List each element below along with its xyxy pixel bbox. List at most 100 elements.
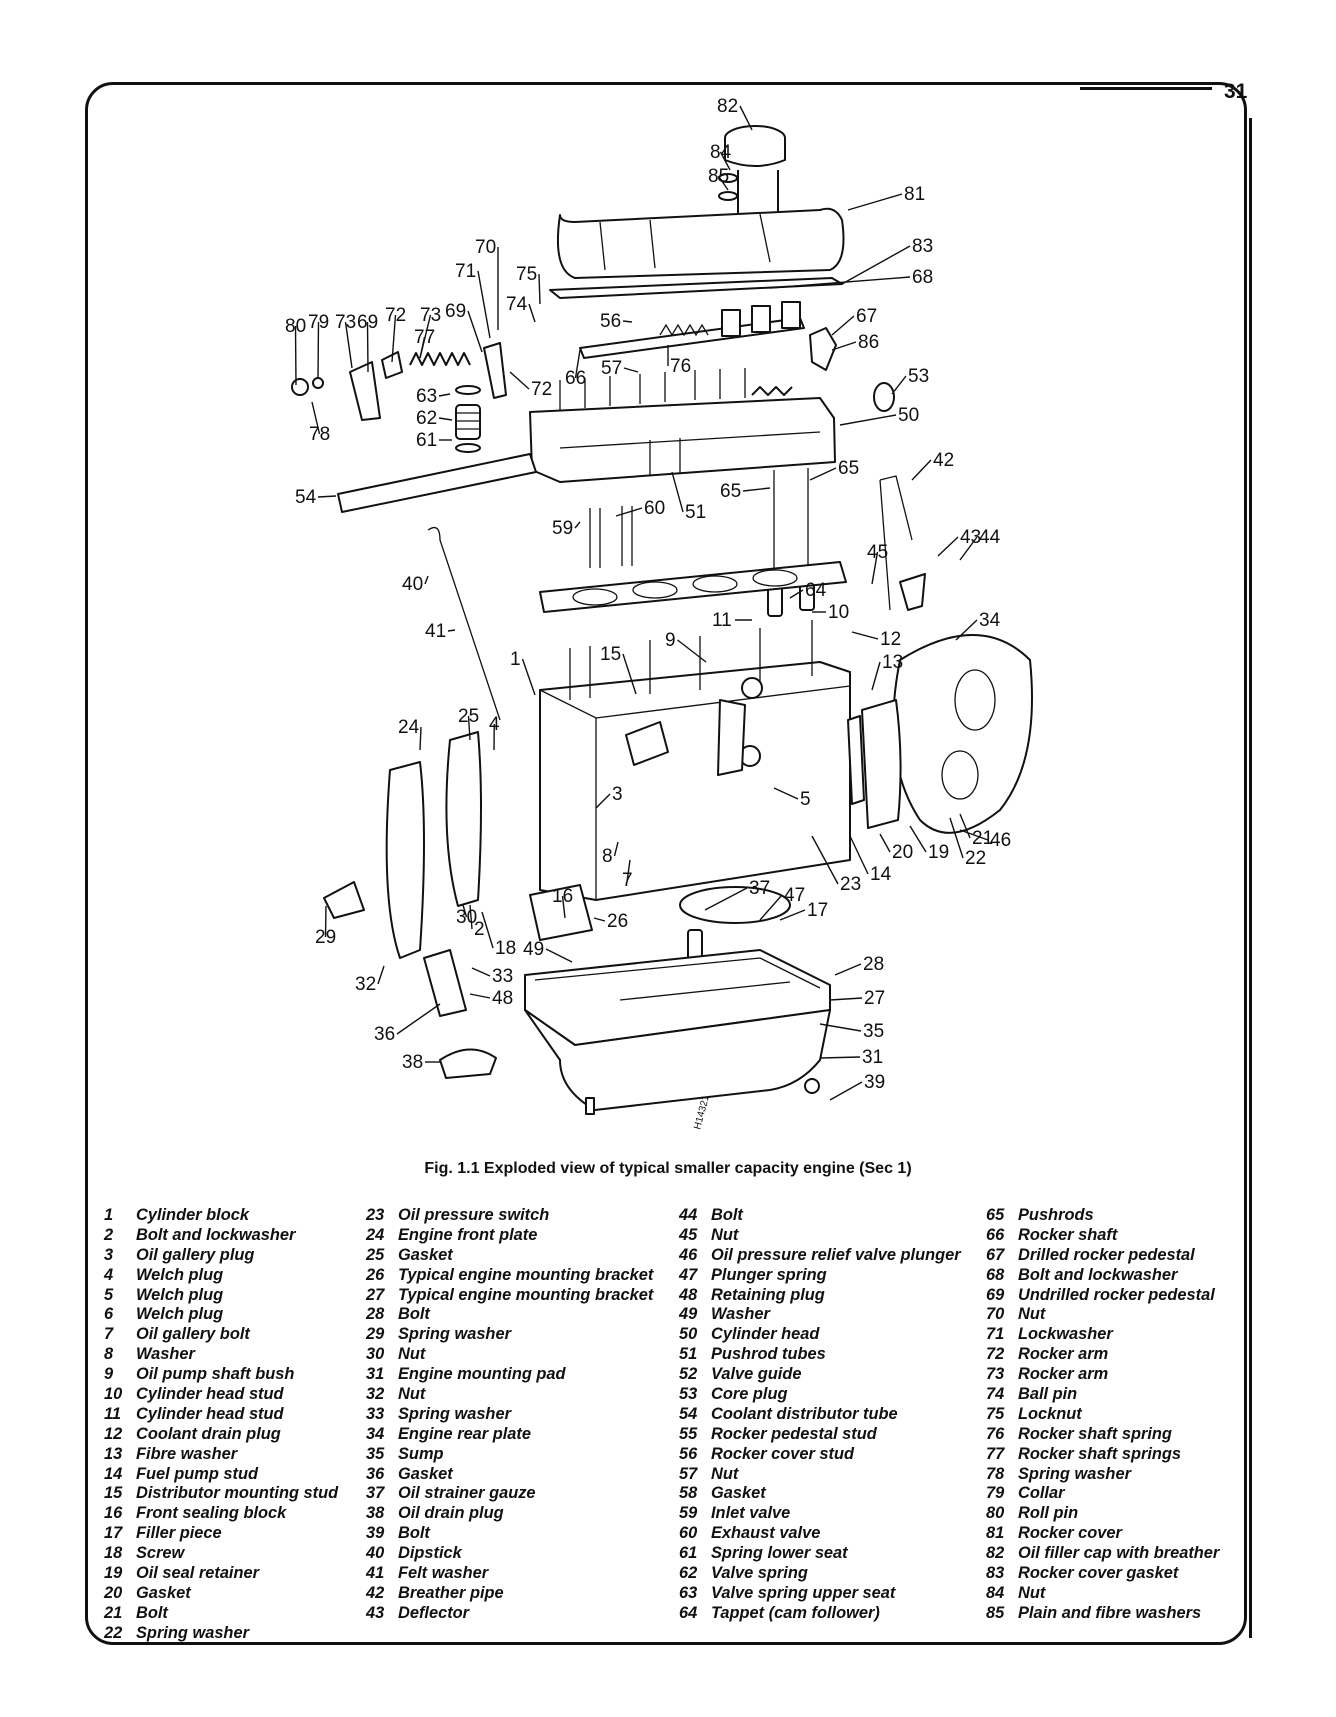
callout-label: 47 — [784, 885, 805, 906]
leader-line — [311, 401, 321, 435]
leader-line — [841, 245, 911, 285]
legend-item-label: Fuel pump stud — [136, 1464, 259, 1483]
callout-label: 83 — [912, 236, 933, 257]
leader-line — [613, 841, 619, 857]
callout-label: 22 — [965, 848, 986, 869]
leader-line — [623, 367, 639, 373]
legend-item-number: 77 — [986, 1444, 1005, 1463]
legend-item-label: Plunger spring — [711, 1265, 827, 1284]
legend-item-label: Distributor mounting stud — [136, 1484, 339, 1503]
legend-item-number: 2 — [104, 1225, 114, 1244]
legend-item-number: 16 — [104, 1504, 123, 1523]
legend-item-label: Deflector — [398, 1603, 470, 1622]
legend-item-label: Filler piece — [136, 1524, 222, 1543]
legend-item-number: 55 — [679, 1424, 698, 1443]
legend-item-label: Bolt and lockwasher — [1018, 1265, 1178, 1284]
legend-item-label: Welch plug — [136, 1265, 224, 1284]
legend-item-label: Pushrod tubes — [711, 1345, 826, 1364]
legend-item-label: Spring washer — [398, 1404, 511, 1423]
callout-label: 82 — [717, 96, 738, 117]
legend-item-number: 43 — [366, 1603, 385, 1622]
legend-item-number: 85 — [986, 1603, 1005, 1622]
leader-line — [377, 965, 385, 985]
legend-item-number: 21 — [104, 1603, 123, 1622]
callout-label: 32 — [355, 974, 376, 995]
legend-item-number: 8 — [104, 1345, 114, 1364]
leader-line — [561, 895, 566, 919]
legend-item-number: 41 — [366, 1564, 385, 1583]
leader-line — [391, 314, 397, 363]
legend-item-label: Oil pump shaft bush — [136, 1365, 295, 1384]
leader-line — [528, 303, 536, 323]
legend-item-number: 62 — [679, 1564, 698, 1583]
leader-line — [759, 894, 783, 921]
legend-item-number: 81 — [986, 1524, 1005, 1543]
legend-item-label: Valve spring — [711, 1564, 808, 1583]
legend-item-label: Undrilled rocker pedestal — [1018, 1285, 1215, 1304]
callout-label: 44 — [979, 527, 1001, 548]
legend-item-label: Gasket — [398, 1464, 453, 1483]
callout-label: 28 — [863, 954, 884, 975]
leader-line — [937, 536, 959, 557]
leader-line — [626, 859, 631, 881]
page-frame — [85, 82, 1247, 1645]
leader-line — [462, 904, 468, 918]
callout-label: 10 — [828, 602, 849, 623]
legend-item-number: 84 — [986, 1583, 1005, 1602]
leader-line — [739, 105, 753, 131]
leader-line — [959, 813, 971, 839]
callout-label: 57 — [601, 358, 622, 379]
legend-item-number: 48 — [679, 1285, 698, 1304]
legend-item-label: Valve guide — [711, 1365, 802, 1384]
legend-item-label: Oil gallery bolt — [136, 1325, 250, 1344]
callout-label: 27 — [864, 988, 885, 1009]
legend-item-label: Drilled rocker pedestal — [1018, 1245, 1195, 1264]
legend-item-number: 37 — [366, 1484, 385, 1503]
engine-drawing: H14321 — [291, 125, 1033, 1131]
legend-item-label: Typical engine mounting bracket — [398, 1265, 654, 1284]
leader-line — [871, 551, 879, 585]
leader-line — [538, 273, 541, 305]
callout-label: 23 — [840, 874, 861, 895]
legend-item-label: Rocker arm — [1018, 1365, 1109, 1384]
callout-label: 14 — [870, 864, 892, 885]
leader-line — [344, 321, 353, 369]
legend-item-number: 69 — [986, 1285, 1005, 1304]
leader-line — [829, 997, 863, 1001]
legend-item-number: 79 — [986, 1484, 1005, 1503]
legend-item-number: 30 — [366, 1345, 385, 1364]
leader-line — [959, 536, 978, 561]
leader-line — [595, 793, 611, 809]
leader-line — [469, 904, 473, 930]
legend-item-number: 6 — [104, 1305, 114, 1324]
callout-label: 65 — [838, 458, 859, 479]
callout-label: 42 — [933, 450, 954, 471]
leader-line — [871, 661, 881, 691]
legend-item-label: Gasket — [136, 1583, 191, 1602]
leader-line — [521, 658, 536, 696]
leader-line — [811, 835, 839, 885]
legend-item-number: 64 — [679, 1603, 698, 1622]
leader-line — [574, 349, 581, 379]
legend-item: 69 Undrilled rocker pedestal — [986, 1286, 1219, 1306]
legend-item-number: 9 — [104, 1365, 114, 1384]
legend-item-number: 35 — [366, 1444, 385, 1463]
callout-label: 81 — [904, 184, 925, 205]
